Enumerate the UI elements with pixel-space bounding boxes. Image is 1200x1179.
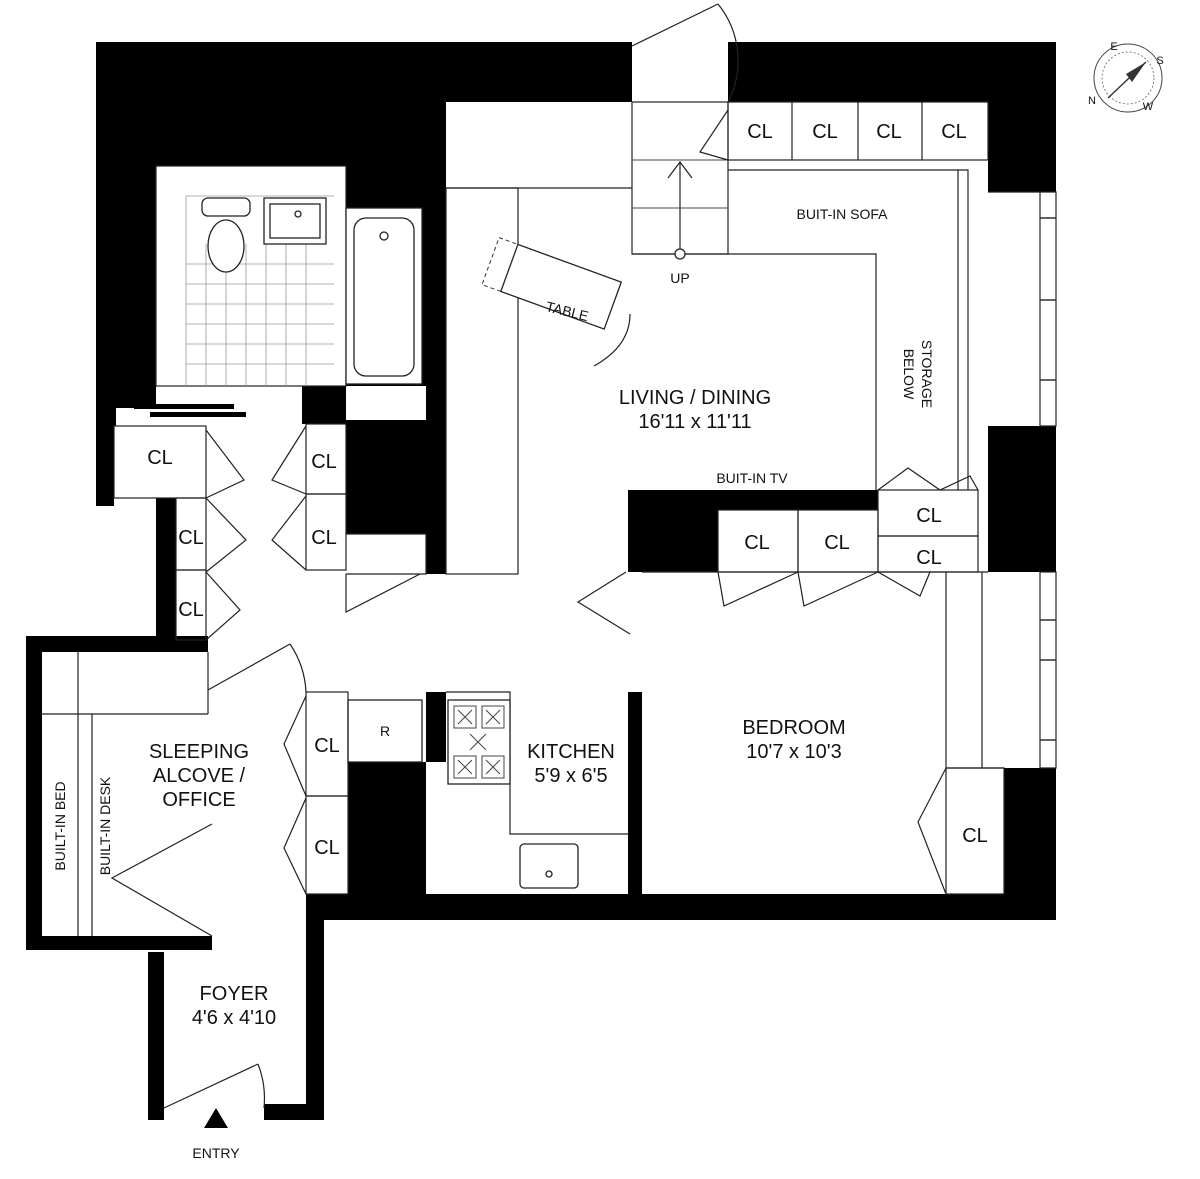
alcove-name-line3: OFFICE [162,789,235,811]
bathroom [134,165,423,417]
kitchen-counter-wall [445,187,519,575]
closet-label: CL [916,547,942,569]
compass-icon [1093,43,1163,113]
kitchen-name: KITCHEN [527,741,615,763]
compass-east: E [1110,41,1117,53]
compass-north: N [1088,95,1096,107]
wall-foyer-right-stub [264,1104,324,1120]
alcove-name-line1: SLEEPING [149,741,249,763]
wall-kitchen-bedroom [628,692,642,902]
wall-closet-column [156,498,176,638]
walls [26,42,1056,1120]
living-room-name: LIVING / DINING [619,387,771,409]
kitchen-sink [519,843,579,889]
closet-label: CL [314,735,340,757]
closet-label: CL [314,837,340,859]
wall-kitchen-left [348,692,446,900]
wall-right-mid [988,426,1056,572]
kitchen-dims: 5'9 x 6'5 [534,765,607,787]
compass-south: S [1156,55,1163,67]
wall-tv [628,490,878,572]
storage-label-line1: STORAGE [919,340,935,408]
closet-label: CL [916,505,942,527]
closet-label: CL [311,527,337,549]
storage-label-line2: BELOW [901,349,917,400]
bedroom-name: BEDROOM [742,717,845,739]
closet-label: CL [311,451,337,473]
compass-west: W [1143,101,1154,113]
alcove-name-line2: ALCOVE / [153,765,246,787]
wall-top-right [728,42,1056,192]
bedroom-dims: 10'7 x 10'3 [746,741,842,763]
closet-label: CL [178,599,204,621]
closet-label: CL [876,121,902,143]
closet-label: CL [147,447,173,469]
dining-table [481,236,623,330]
door-swings [110,3,979,1109]
refrigerator [347,699,423,763]
closet-label: CL [941,121,967,143]
entry-label: ENTRY [192,1145,240,1161]
foyer-dims: 4'6 x 4'10 [192,1007,276,1029]
closet-label: CL [812,121,838,143]
stairs-label: UP [670,270,689,286]
sofa-label: BUIT-IN SOFA [796,206,888,222]
interior-lines [42,101,1057,936]
bed-label: BUILT-IN BED [52,781,68,870]
closet-label: CL [962,825,988,847]
toilet [201,197,251,217]
closet-label: CL [178,527,204,549]
entry-arrow-icon [204,1108,228,1128]
closet-label: CL [824,532,850,554]
closet-label: CL [747,121,773,143]
wall-bath-partition [302,386,426,534]
foyer-name: FOYER [200,983,269,1005]
text-labels: LIVING / DINING 16'11 x 11'11 BEDROOM 10… [52,41,1164,1161]
stove [447,699,511,785]
wall-foyer-left [148,952,164,1120]
desk-label: BUILT-IN DESK [97,776,113,875]
fridge-label: R [380,723,390,739]
living-room-dims: 16'11 x 11'11 [638,411,751,433]
wall-left-stub [96,426,114,506]
closet-label: CL [744,532,770,554]
tv-label: BUIT-IN TV [716,470,788,486]
